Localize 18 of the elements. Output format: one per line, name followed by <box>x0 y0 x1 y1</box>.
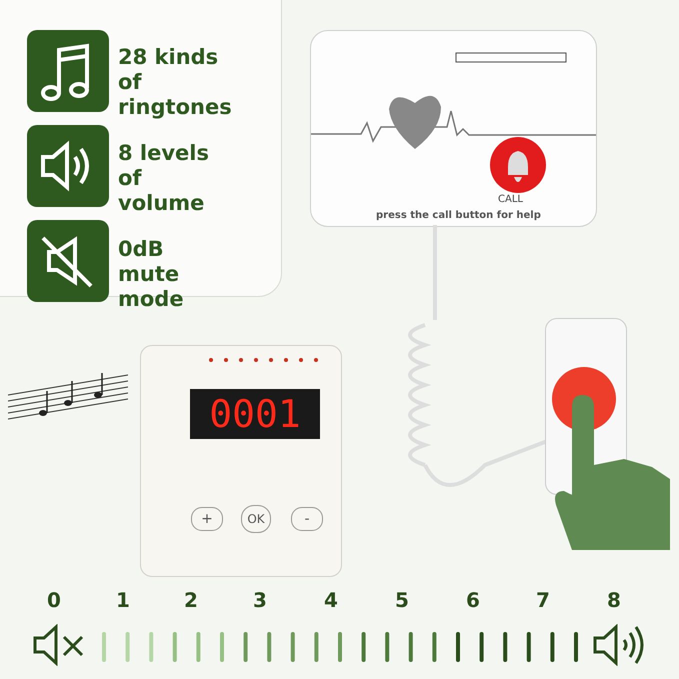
plus-button: + <box>191 507 223 531</box>
feature-text: 0dB mute mode <box>118 237 185 312</box>
scale-number: 4 <box>323 588 339 612</box>
button-caption: CALL <box>498 194 523 205</box>
instruction-text: press the call button for help <box>376 210 541 221</box>
led-display: 0001 <box>190 389 320 439</box>
scale-number: 3 <box>252 588 268 612</box>
feature-text: 28 kinds of ringtones <box>118 45 230 120</box>
scale-number: 1 <box>115 588 131 612</box>
scale-number: 5 <box>394 588 410 612</box>
feature-text: 8 levels of volume <box>118 141 210 216</box>
scale-number: 0 <box>46 588 62 612</box>
scale-number: 8 <box>606 588 622 612</box>
ok-button: OK <box>241 505 271 533</box>
scale-number: 2 <box>183 588 199 612</box>
scale-number: 6 <box>465 588 481 612</box>
minus-button: - <box>291 507 323 531</box>
scale-number: 7 <box>535 588 551 612</box>
